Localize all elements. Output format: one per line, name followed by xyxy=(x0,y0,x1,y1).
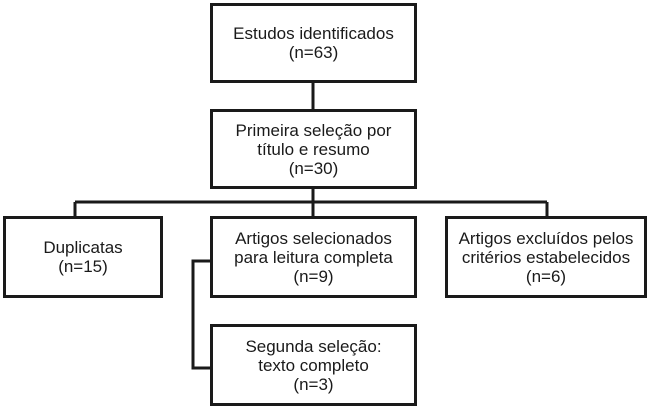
box-excluded-criteria: Artigos excluídos pelos critérios estabe… xyxy=(445,216,647,298)
box-identified-studies-count: (n=63) xyxy=(288,43,339,62)
box-second-selection: Segunda seleção: texto completo (n=3) xyxy=(210,324,417,406)
box-second-selection-line2: texto completo xyxy=(258,355,369,375)
box-excluded-criteria-line2: critérios estabelecidos xyxy=(461,247,631,267)
box-second-selection-count: (n=3) xyxy=(293,374,334,394)
box-selected-full-reading-line2: para leitura completa xyxy=(234,247,393,267)
box-identified-studies-line1: Estudos identificados xyxy=(233,24,394,43)
box-first-selection-line1: Primeira seleção por xyxy=(235,120,392,140)
box-excluded-criteria-count: (n=6) xyxy=(525,266,567,286)
box-identified-studies: Estudos identificados (n=63) xyxy=(210,3,417,83)
box-duplicates-line1: Duplicatas xyxy=(43,238,123,257)
box-first-selection-line2: título e resumo xyxy=(257,139,370,159)
box-second-selection-line1: Segunda seleção: xyxy=(245,336,382,356)
box-selected-full-reading-count: (n=9) xyxy=(293,266,334,286)
box-duplicates: Duplicatas (n=15) xyxy=(3,216,163,298)
box-selected-full-reading-line1: Artigos selecionados xyxy=(235,228,392,248)
box-first-selection-count: (n=30) xyxy=(288,158,339,178)
box-excluded-criteria-line1: Artigos excluídos pelos xyxy=(458,228,634,248)
box-duplicates-count: (n=15) xyxy=(58,257,108,276)
box-selected-full-reading: Artigos selecionados para leitura comple… xyxy=(210,216,417,298)
box-first-selection: Primeira seleção por título e resumo (n=… xyxy=(210,109,417,189)
connector-selected-to-second xyxy=(191,259,211,370)
